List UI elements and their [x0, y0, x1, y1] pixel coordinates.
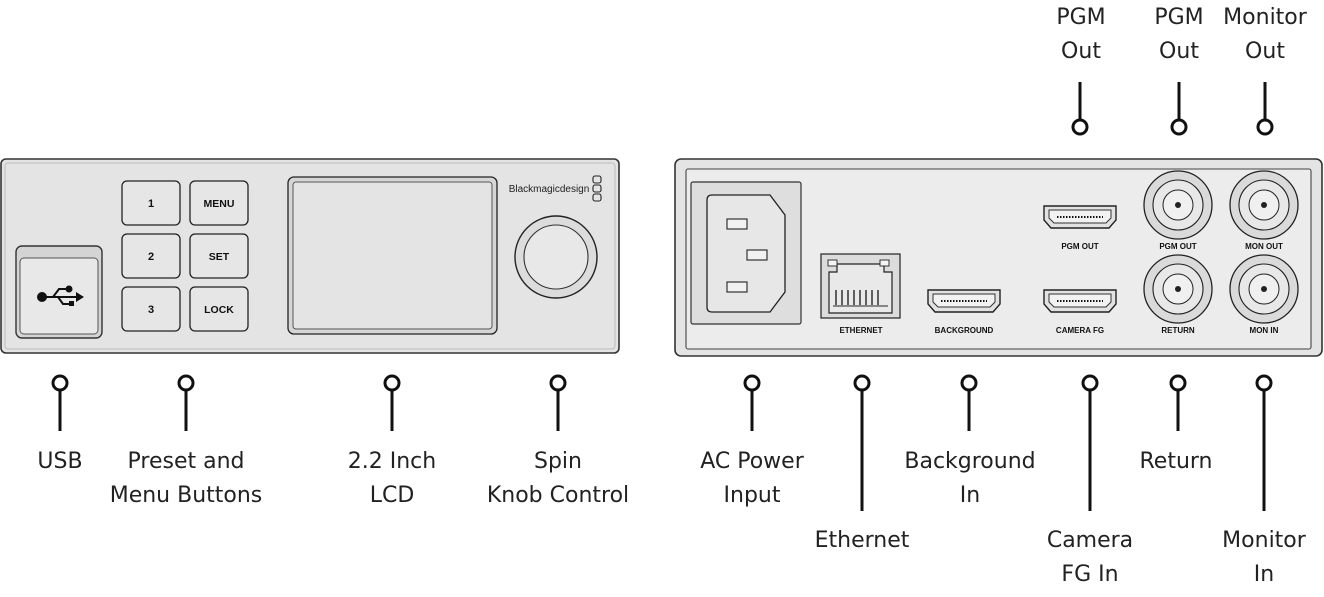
- button-set-label: SET: [209, 251, 230, 263]
- hdmi-camera-fg-port: [1043, 289, 1117, 313]
- callout-pgm-out-1-line-2: Out: [1061, 39, 1101, 64]
- callout-monitor-out-line-2: Out: [1245, 39, 1285, 64]
- callout-background-in-line-1: Background: [904, 449, 1036, 474]
- callout-lcd: 2.2 Inch LCD: [348, 445, 436, 513]
- callout-ac-power-line-2: Input: [723, 483, 781, 508]
- brand-logo-text: Blackmagicdesign: [509, 184, 590, 195]
- pgm-out-sdi-label: PGM OUT: [1159, 242, 1196, 251]
- callout-return: Return: [1139, 445, 1212, 479]
- button-lock-label: LOCK: [204, 304, 234, 316]
- camera-fg-port-label: CAMERA FG: [1056, 326, 1104, 335]
- callout-ethernet: Ethernet: [815, 524, 910, 558]
- callout-pgm-out-1: PGM Out: [1056, 1, 1105, 69]
- callout-monitor-in-line-1: Monitor: [1222, 528, 1306, 553]
- callout-ac-power-line-1: AC Power: [700, 449, 804, 474]
- button-2-label: 2: [148, 251, 154, 263]
- callout-background-in-line-2: In: [959, 483, 981, 508]
- bnc-mon-in-port: [1229, 254, 1299, 324]
- usb-port: [15, 245, 103, 339]
- bnc-pgm-out-port: [1143, 170, 1213, 240]
- button-menu-label: MENU: [204, 198, 235, 210]
- ethernet-port-label: ETHERNET: [839, 326, 882, 335]
- background-port-label: BACKGROUND: [935, 326, 994, 335]
- callout-spin-knob: Spin Knob Control: [487, 445, 629, 513]
- mon-in-port-label: MON IN: [1250, 326, 1279, 335]
- callout-ethernet-line-1: Ethernet: [814, 528, 910, 553]
- callout-lcd-line-2: LCD: [369, 483, 415, 508]
- callout-usb: USB: [37, 445, 82, 479]
- callout-usb-line-1: USB: [37, 449, 83, 474]
- callout-pgm-out-2-line-1: PGM: [1154, 5, 1204, 30]
- return-port-label: RETURN: [1161, 326, 1195, 335]
- callout-ac-power: AC Power Input: [700, 445, 804, 513]
- rear-panel: ETHERNET BACKGROUND PGM OUT CAMERA FG P: [674, 158, 1323, 357]
- callout-camera-fg-in-line-2: FG In: [1061, 562, 1119, 587]
- hdmi-pgm-out-port: [1043, 205, 1117, 229]
- bnc-return-port: [1143, 254, 1213, 324]
- callout-monitor-out-line-1: Monitor: [1223, 5, 1307, 30]
- brand-logo-icon: [592, 175, 602, 202]
- hdmi-background-port: [927, 289, 1001, 313]
- button-3-label: 3: [148, 304, 154, 316]
- callout-camera-fg-in: Camera FG In: [1047, 524, 1133, 592]
- callout-camera-fg-in-line-1: Camera: [1046, 528, 1134, 553]
- callout-preset-menu-line-1: Preset and: [127, 449, 245, 474]
- callout-pgm-out-1-line-1: PGM: [1056, 5, 1106, 30]
- callout-leaders: [51, 82, 1274, 511]
- bnc-mon-out-port: [1229, 170, 1299, 240]
- callout-preset-menu-buttons: Preset and Menu Buttons: [110, 445, 263, 513]
- preset-menu-buttons: 1 2 3 MENU SET LOCK: [121, 180, 249, 332]
- callout-spin-knob-line-2: Knob Control: [486, 483, 630, 508]
- callout-lcd-line-1: 2.2 Inch: [347, 449, 437, 474]
- callout-background-in: Background In: [904, 445, 1035, 513]
- usb-icon: [37, 285, 84, 306]
- lcd-screen: [287, 176, 498, 335]
- callout-monitor-in: Monitor In: [1222, 524, 1306, 592]
- ac-power-socket: [690, 181, 802, 325]
- callout-preset-menu-line-2: Menu Buttons: [109, 483, 263, 508]
- callout-monitor-in-line-2: In: [1253, 562, 1275, 587]
- front-panel: 1 2 3 MENU SET LOCK Blackmagicdesign: [0, 158, 620, 354]
- callout-pgm-out-2-line-2: Out: [1159, 39, 1199, 64]
- mon-out-label: MON OUT: [1245, 242, 1283, 251]
- spin-knob: [514, 215, 598, 299]
- callout-return-line-1: Return: [1139, 449, 1213, 474]
- ethernet-port: [820, 253, 901, 319]
- callout-monitor-out: Monitor Out: [1223, 1, 1307, 69]
- button-1-label: 1: [148, 198, 154, 210]
- callout-pgm-out-2: PGM Out: [1154, 1, 1203, 69]
- callout-spin-knob-line-1: Spin: [534, 449, 582, 474]
- pgm-out-hdmi-label: PGM OUT: [1061, 242, 1098, 251]
